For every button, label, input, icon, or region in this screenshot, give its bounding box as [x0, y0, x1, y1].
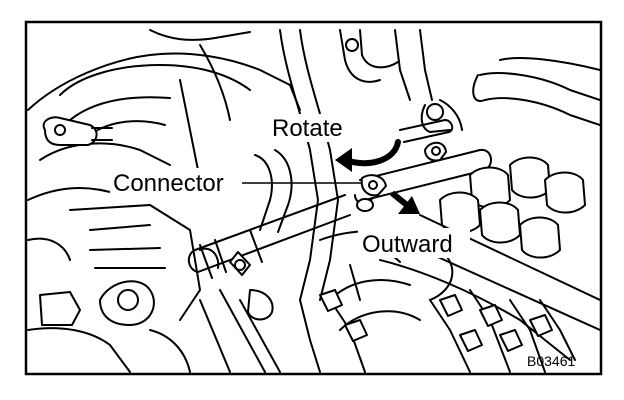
connector-label-bg — [110, 168, 242, 196]
rotate-label: Rotate — [272, 115, 343, 142]
rotate-label-bg — [268, 114, 360, 142]
rotate-arrow — [335, 139, 401, 172]
outward-arrow — [390, 190, 420, 214]
outward-label-bg — [358, 228, 470, 258]
figure-code: B03461 — [527, 353, 575, 369]
engine-line-art — [27, 29, 600, 373]
connector-label: Connector — [113, 170, 224, 197]
outward-label: Outward — [362, 231, 453, 258]
